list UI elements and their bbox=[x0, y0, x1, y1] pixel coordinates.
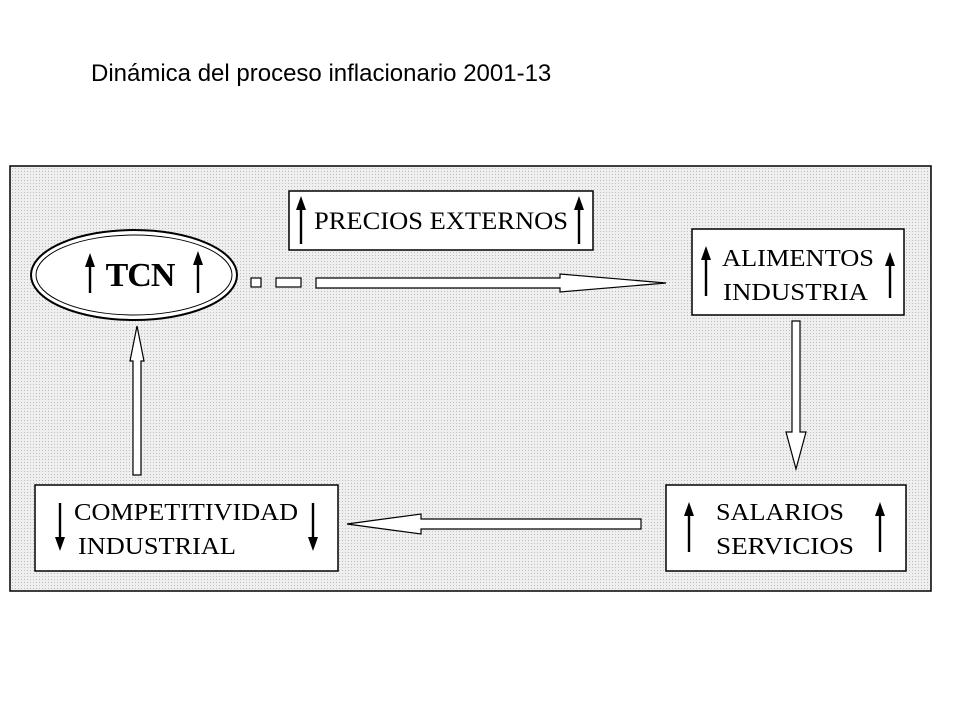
dash-segment bbox=[250, 277, 262, 288]
slide-title: Dinámica del proceso inflacionario 2001-… bbox=[91, 60, 552, 87]
node-alimentos-industria: ALIMENTOS INDUSTRIA bbox=[691, 228, 905, 316]
node-precios-externos: PRECIOS EXTERNOS bbox=[288, 190, 594, 251]
node-competitividad-industrial: COMPETITIVIDAD INDUSTRIAL bbox=[34, 484, 339, 572]
tcn-up-arrow-icon bbox=[85, 253, 95, 293]
tcn-label: TCN bbox=[106, 257, 176, 294]
competitividad-line1: COMPETITIVIDAD bbox=[74, 500, 298, 526]
node-salarios-servicios: SALARIOS SERVICIOS bbox=[665, 484, 907, 572]
competitividad-line2: INDUSTRIAL bbox=[78, 534, 236, 560]
competitividad-down-arrow-icon bbox=[55, 503, 65, 551]
alimentos-line2: INDUSTRIA bbox=[723, 280, 869, 306]
arrow-salarios-to-competitividad bbox=[346, 513, 642, 535]
arrow-tcn-to-alimentos bbox=[250, 273, 667, 293]
arrow-alimentos-to-salarios bbox=[785, 320, 807, 472]
tcn-up-arrow-icon bbox=[193, 251, 203, 293]
alimentos-line1: ALIMENTOS bbox=[722, 246, 874, 272]
node-tcn: TCN bbox=[30, 229, 238, 321]
precios-label: PRECIOS EXTERNOS bbox=[314, 208, 568, 235]
alimentos-up-arrow-icon bbox=[885, 252, 895, 298]
salarios-line1: SALARIOS bbox=[716, 500, 844, 526]
salarios-up-arrow-icon bbox=[684, 502, 694, 552]
arrow-shaft-head bbox=[315, 273, 667, 293]
precios-up-arrow-icon bbox=[574, 196, 584, 244]
precios-up-arrow-icon bbox=[296, 196, 306, 244]
arrow-competitividad-to-tcn bbox=[129, 325, 145, 476]
salarios-line2: SERVICIOS bbox=[716, 534, 854, 560]
competitividad-down-arrow-icon bbox=[308, 503, 318, 551]
salarios-up-arrow-icon bbox=[875, 502, 885, 552]
dash-segment bbox=[275, 277, 302, 288]
alimentos-up-arrow-icon bbox=[701, 246, 711, 296]
